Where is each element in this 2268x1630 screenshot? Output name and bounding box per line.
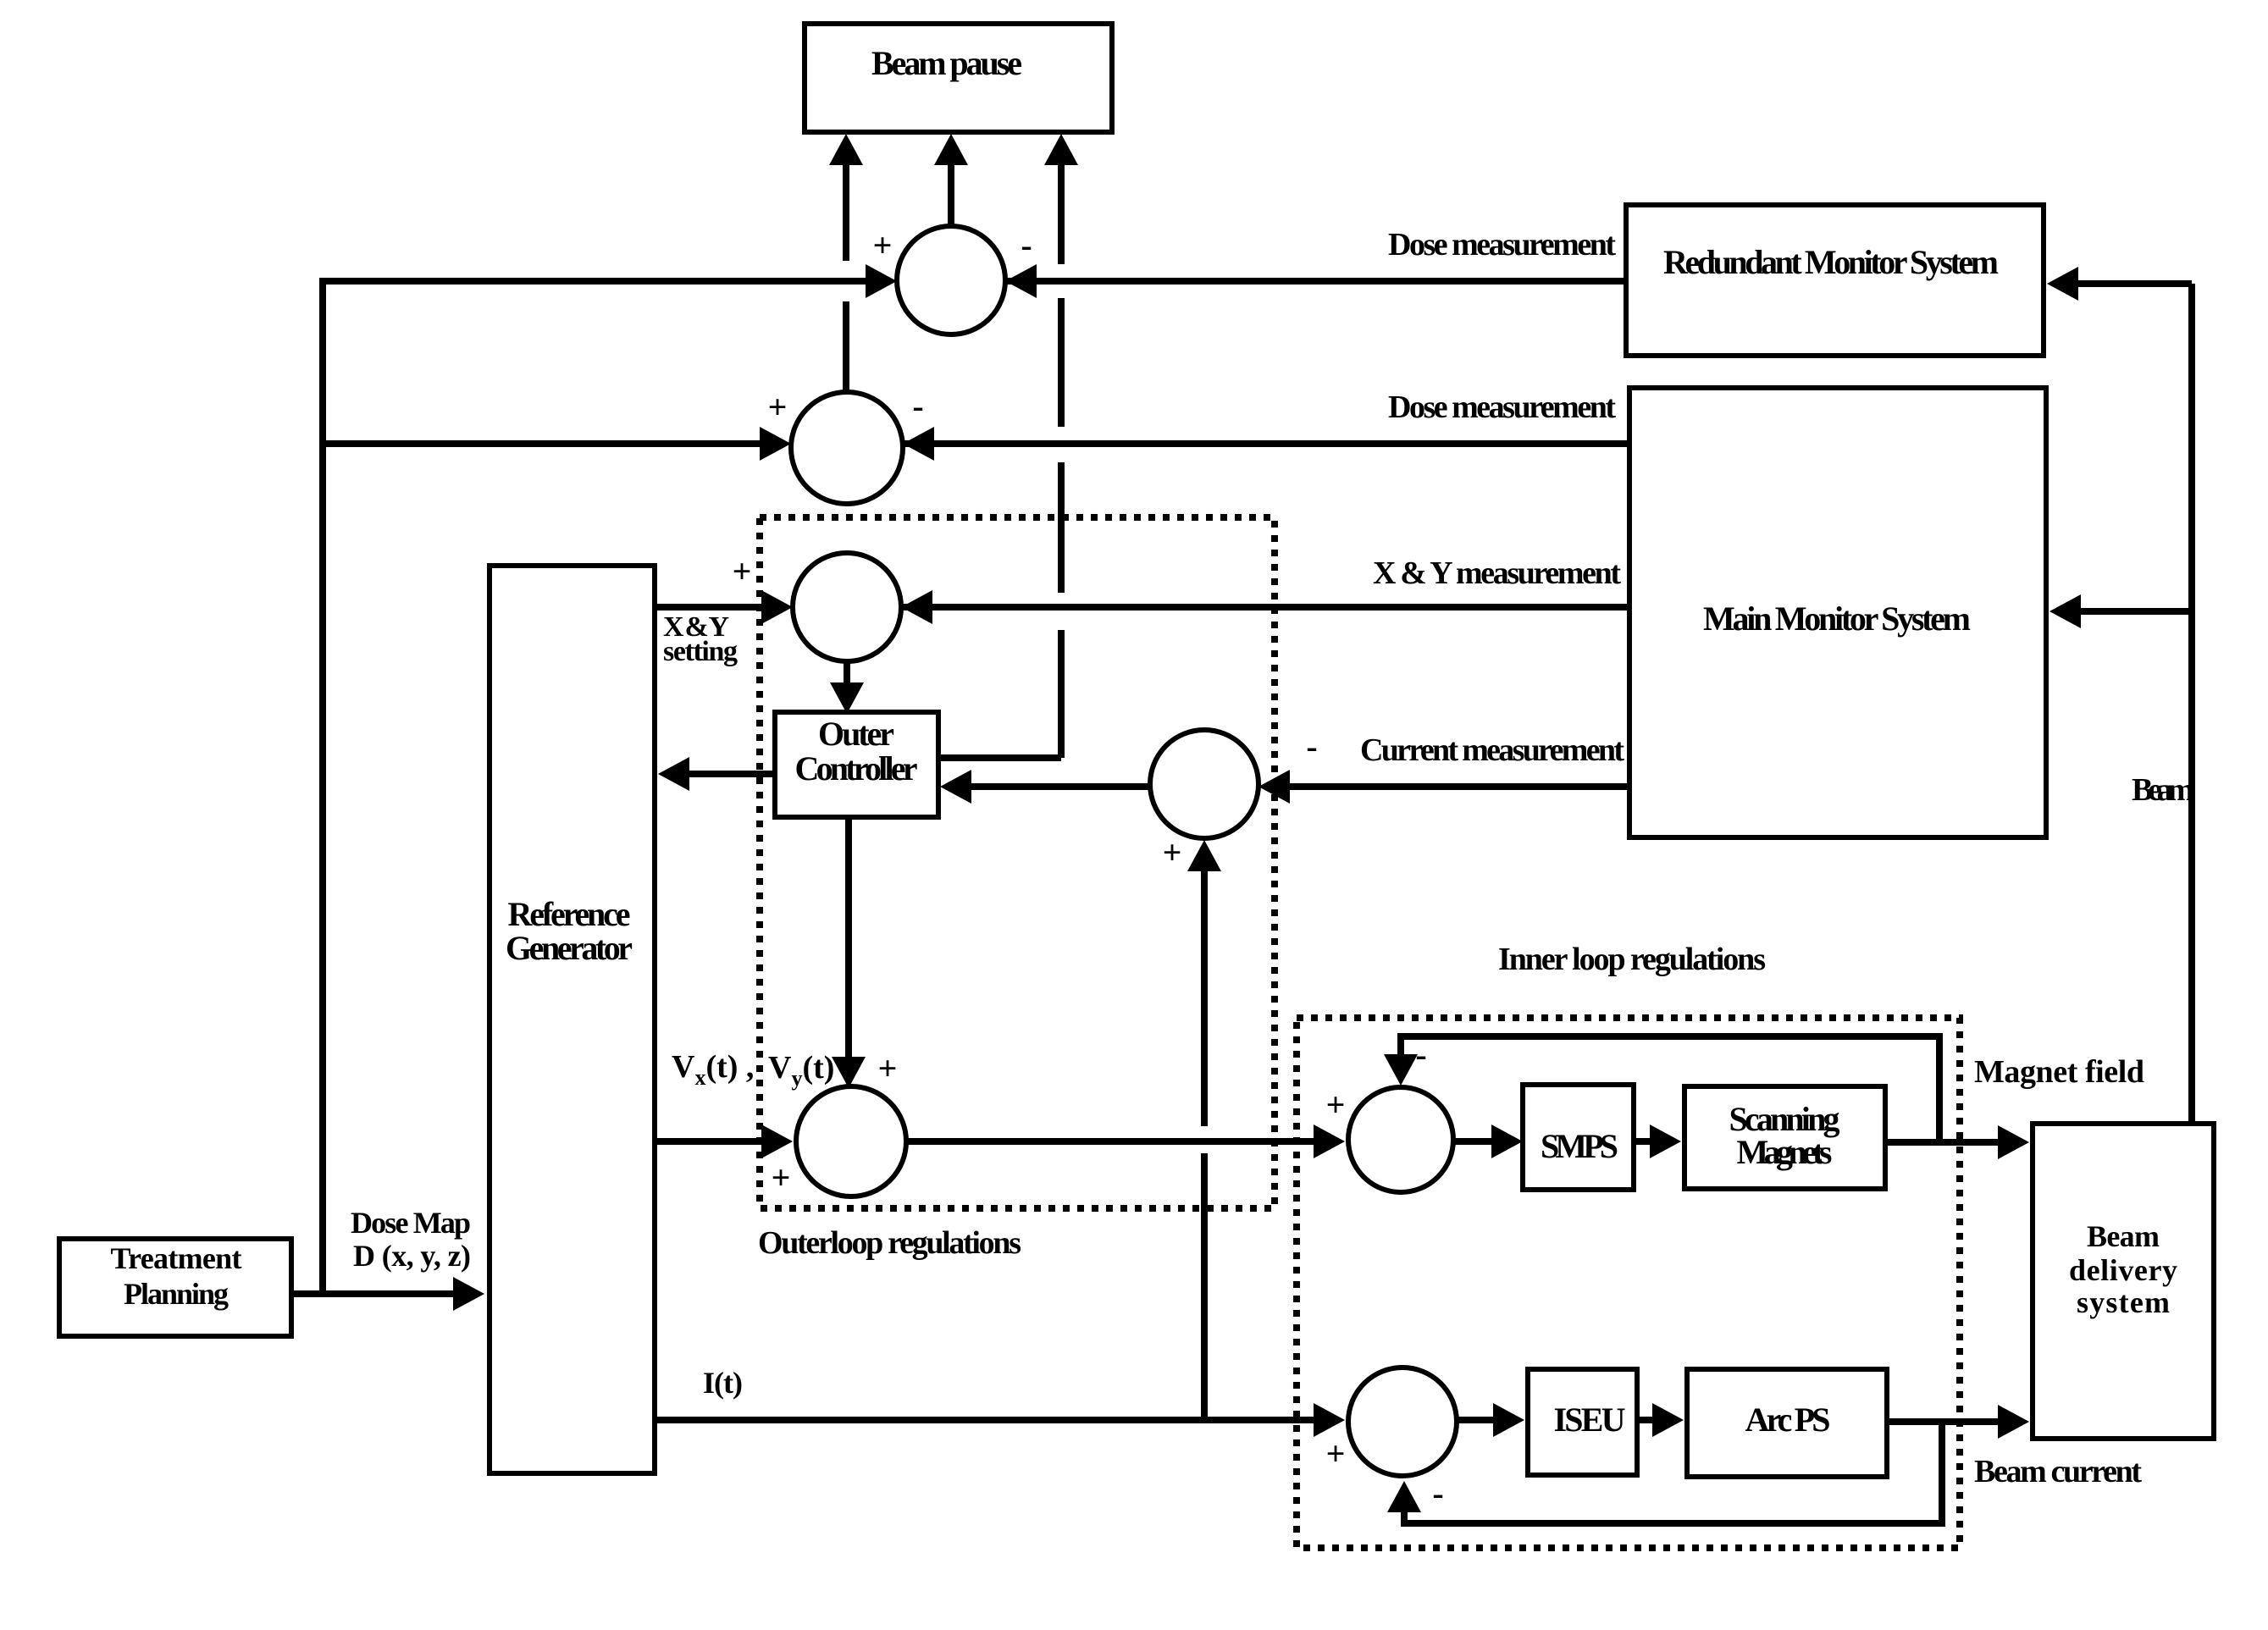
- svg-text:Beam: Beam: [2132, 772, 2194, 808]
- svg-text:D (x, y, z): D (x, y, z): [353, 1239, 471, 1273]
- svg-text:Dose measurement: Dose measurement: [1388, 227, 1616, 262]
- svg-text:Controller: Controller: [795, 749, 918, 787]
- svg-text:-: -: [1432, 1474, 1443, 1512]
- svg-text:Main Monitor System: Main Monitor System: [1703, 600, 1971, 638]
- svg-text:Outer: Outer: [818, 715, 894, 753]
- svg-text:+: +: [733, 552, 752, 590]
- svg-text:Dose measurement: Dose measurement: [1388, 390, 1616, 425]
- svg-text:Dose Map: Dose Map: [351, 1206, 471, 1240]
- svg-text:Beam: Beam: [2087, 1219, 2160, 1253]
- svg-text:+: +: [1326, 1086, 1346, 1124]
- svg-text:Magnets: Magnets: [1737, 1133, 1833, 1171]
- svg-text:I(t): I(t): [703, 1366, 743, 1400]
- svg-text:Treatment: Treatment: [111, 1241, 242, 1275]
- svg-text:Reference: Reference: [508, 895, 631, 933]
- svg-text:X & Y: X & Y: [663, 611, 729, 643]
- svg-text:Current measurement: Current measurement: [1360, 732, 1624, 768]
- svg-text:Scanning: Scanning: [1729, 1100, 1840, 1138]
- svg-text:-: -: [912, 387, 923, 425]
- svg-text:Redundant Monitor System: Redundant Monitor System: [1663, 243, 1999, 281]
- svg-text:-: -: [1306, 727, 1317, 765]
- svg-text:X & Y measurement: X & Y measurement: [1373, 555, 1621, 591]
- svg-text:system: system: [2077, 1285, 2170, 1319]
- svg-text:Beam pause: Beam pause: [871, 44, 1022, 82]
- svg-text:Planning: Planning: [124, 1277, 229, 1311]
- svg-text:Outerloop regulations: Outerloop regulations: [758, 1225, 1021, 1261]
- svg-text:ISEU: ISEU: [1554, 1401, 1626, 1439]
- svg-text:setting: setting: [663, 636, 738, 667]
- svg-text:delivery: delivery: [2069, 1253, 2177, 1287]
- svg-text:+: +: [873, 226, 893, 264]
- svg-text:Inner loop regulations: Inner loop regulations: [1498, 942, 1766, 977]
- svg-text:SMPS: SMPS: [1541, 1127, 1618, 1165]
- svg-text:Beam current: Beam current: [1974, 1454, 2142, 1489]
- svg-text:+: +: [1326, 1434, 1346, 1473]
- svg-text:-: -: [1021, 226, 1032, 264]
- svg-text:+: +: [772, 1158, 791, 1196]
- svg-text:+: +: [1163, 833, 1182, 871]
- svg-text:+: +: [768, 388, 788, 426]
- svg-text:Generator: Generator: [506, 929, 633, 967]
- svg-text:Magnet field: Magnet field: [1974, 1054, 2144, 1090]
- svg-text:+: +: [878, 1049, 898, 1087]
- svg-text:Arc PS: Arc PS: [1745, 1401, 1831, 1439]
- svg-text:Vy(t): Vy(t): [768, 1050, 834, 1091]
- svg-text:Vx(t) ,: Vx(t) ,: [672, 1049, 754, 1090]
- svg-text:-: -: [1415, 1036, 1426, 1074]
